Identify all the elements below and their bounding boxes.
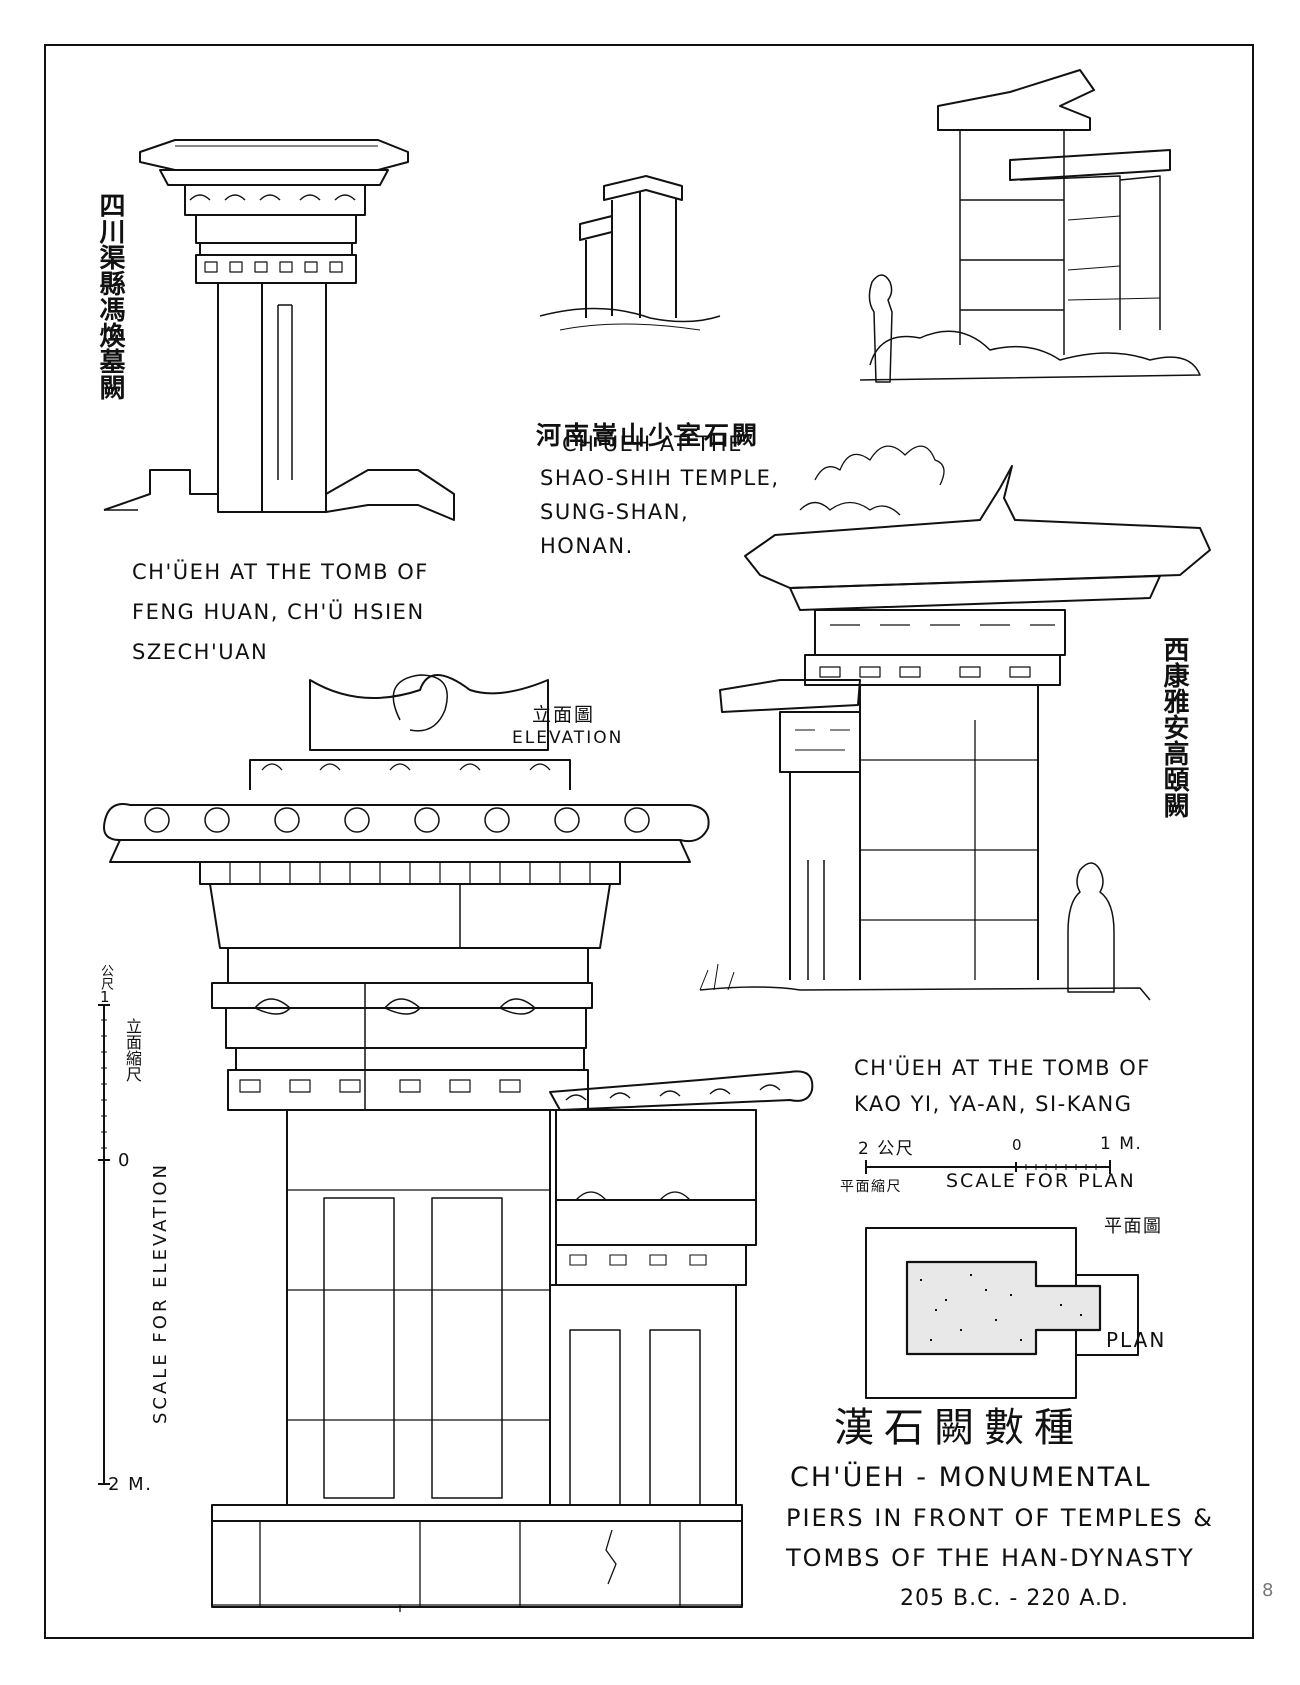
kao-yi-title-cn: 西康雅安高頤闕 — [1159, 636, 1189, 818]
shao-shih-caption-line4: HONAN. — [540, 534, 634, 558]
plan-scale-label-cn: 平面縮尺 — [840, 1179, 902, 1195]
plan-scale-label-en: SCALE FOR PLAN — [946, 1170, 1136, 1192]
plan-scale-zero: 0 — [1012, 1136, 1024, 1154]
feng-huan-caption-line3: SZECH'UAN — [132, 640, 269, 664]
title-cn: 漢石闕數種 — [834, 1405, 1084, 1451]
elevation-label-en: ELEVATION — [512, 728, 624, 748]
elevation-label-cn: 立面圖 — [532, 704, 596, 726]
shao-shih-title-cn: 河南嵩山少室石闕 — [536, 421, 761, 450]
kao-yi-caption-line2: KAO YI, YA-AN, SI-KANG — [854, 1092, 1133, 1116]
kao-yi-caption-line1: CH'ÜEH AT THE TOMB OF — [854, 1056, 1151, 1080]
title-line1: CH'ÜEH - MONUMENTAL — [790, 1462, 1152, 1493]
feng-huan-title-cn: 四川渠縣馮煥墓闕 — [95, 192, 125, 400]
feng-huan-que-drawing — [103, 139, 455, 521]
title-line2: PIERS IN FRONT OF TEMPLES & — [786, 1504, 1214, 1532]
title-dates: 205 B.C. - 220 A.D. — [900, 1586, 1129, 1611]
plan-scale-left: 2 公尺 — [858, 1139, 915, 1159]
elevation-scale-zero: 0 — [118, 1150, 131, 1171]
title-line3: TOMBS OF THE HAN-DYNASTY — [786, 1544, 1195, 1572]
ruined-que-drawing — [859, 69, 1201, 383]
elevation-scale-bar — [98, 1004, 110, 1485]
feng-huan-caption-line1: CH'ÜEH AT THE TOMB OF — [132, 560, 429, 584]
plan-scale-bar — [865, 1160, 1111, 1174]
border-frame — [44, 44, 1254, 1639]
plan-scale-right: 1 M. — [1100, 1134, 1143, 1154]
plan-label-cn: 平面圖 — [1104, 1216, 1163, 1237]
feng-huan-caption-line2: FENG HUAN, CH'Ü HSIEN — [132, 600, 425, 624]
elevation-scale-label-en: SCALE FOR ELEVATION — [150, 1162, 171, 1424]
shao-shih-caption-line3: SUNG-SHAN, — [540, 500, 690, 524]
page-number: 8 — [1262, 1580, 1275, 1601]
plan-drawing — [865, 1227, 1139, 1399]
plan-label-en: PLAN — [1106, 1328, 1167, 1352]
shao-shih-caption-line2: SHAO-SHIH TEMPLE, — [540, 466, 780, 490]
shao-shih-caption-line1: CH'ÜEH AT THE — [562, 432, 743, 456]
elevation-scale-unit: 公尺 — [98, 964, 113, 990]
kao-yi-que-drawing — [699, 445, 1211, 1001]
elevation-scale-label-cn: 立面縮尺 — [123, 1018, 142, 1082]
elevation-scale-bottom: 2 M. — [108, 1474, 153, 1495]
elevation-scale-top-mark: 1 — [100, 988, 112, 1006]
shao-shih-que-drawing — [539, 175, 721, 331]
elevation-drawing — [103, 674, 814, 1612]
